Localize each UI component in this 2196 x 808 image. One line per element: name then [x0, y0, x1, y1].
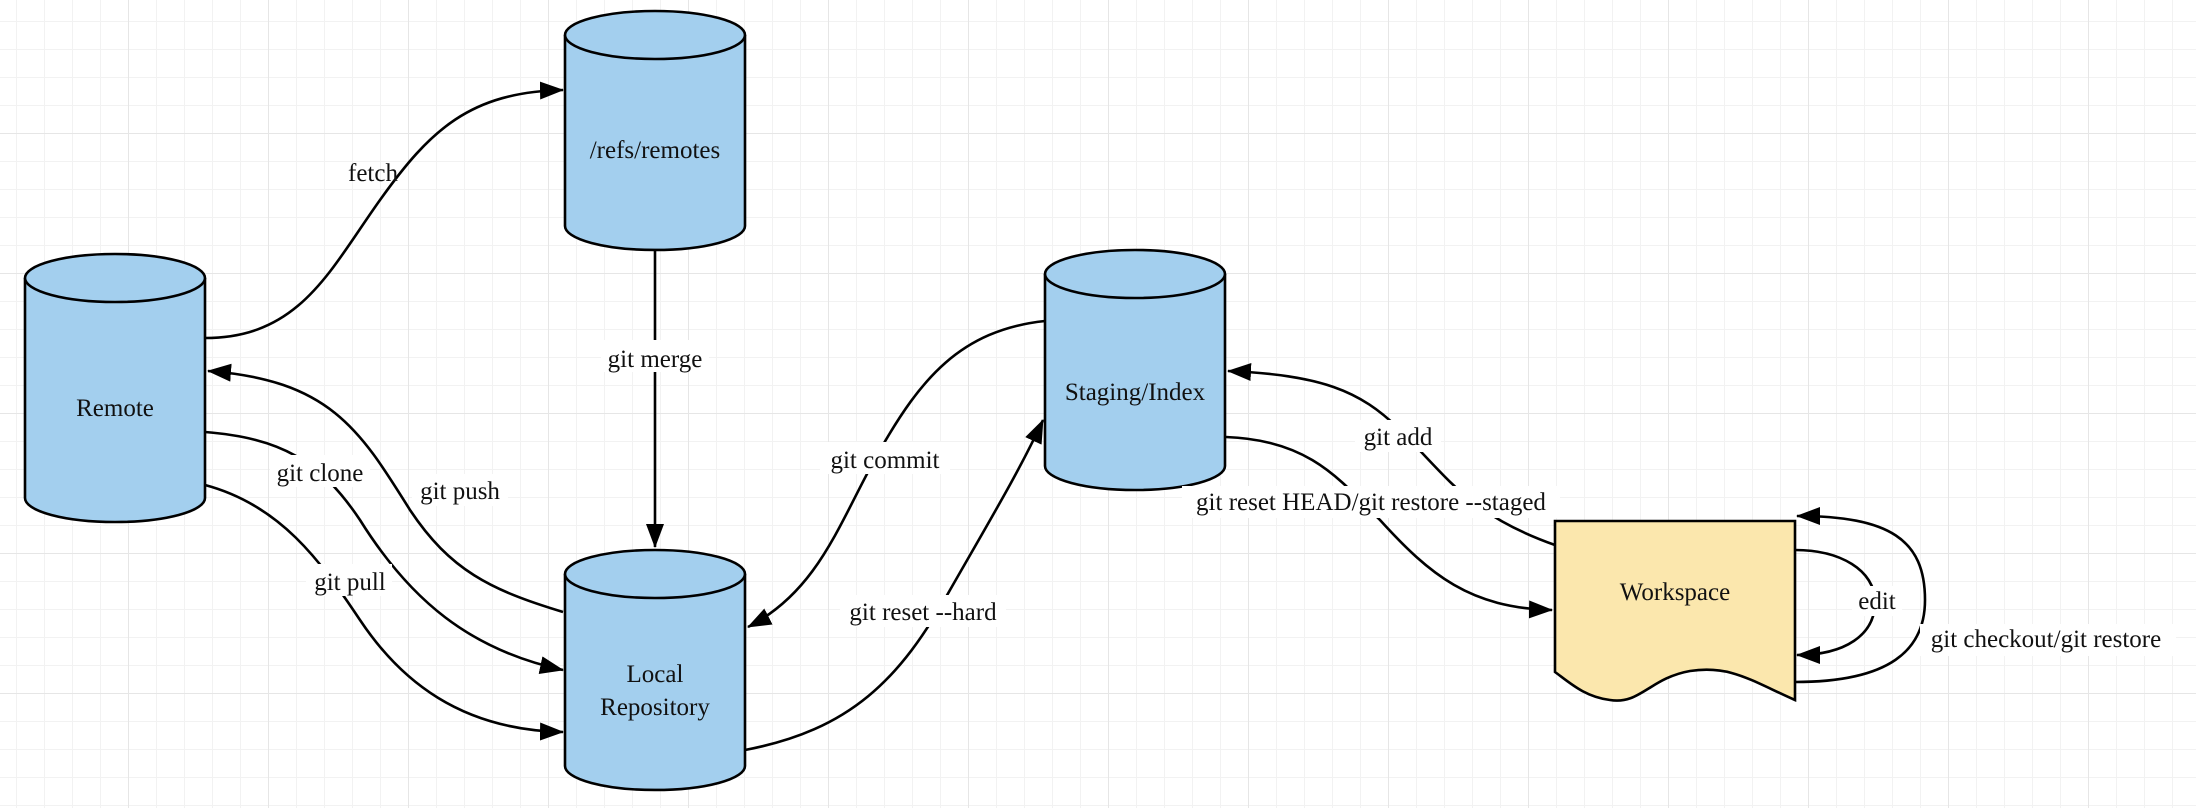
edge-git-checkout[interactable] [1794, 507, 1927, 684]
label-git-checkout: git checkout/git restore [1931, 626, 2161, 653]
node-remote-label: Remote [76, 395, 154, 422]
edge-fetch[interactable] [204, 81, 564, 340]
label-git-reset-head: git reset HEAD/git restore --staged [1196, 489, 1546, 516]
node-refs-remotes[interactable]: /refs/remotes [563, 9, 747, 252]
label-git-pull: git pull [314, 569, 386, 596]
label-git-push: git push [420, 478, 500, 505]
edge-git-pull[interactable] [204, 483, 564, 741]
edge-labels: fetch git merge git clone git push git p… [270, 160, 2176, 656]
edge-git-add[interactable] [1227, 363, 1556, 547]
label-git-commit: git commit [830, 447, 939, 474]
node-workspace-label: Workspace [1620, 579, 1730, 606]
node-staging-index-label: Staging/Index [1065, 379, 1206, 406]
label-git-clone: git clone [277, 460, 364, 487]
node-local-label-line2: Repository [600, 694, 710, 721]
label-git-reset-hard: git reset --hard [849, 599, 997, 626]
node-staging-index[interactable]: Staging/Index [1043, 248, 1227, 492]
node-local-label-line1: Local [627, 661, 684, 688]
node-refs-remotes-label: /refs/remotes [590, 137, 721, 164]
label-git-merge: git merge [608, 346, 703, 373]
label-fetch: fetch [348, 160, 398, 187]
edge-git-push[interactable] [207, 363, 564, 614]
label-git-add: git add [1364, 424, 1433, 451]
edge-git-clone[interactable] [204, 430, 564, 674]
label-edit: edit [1858, 588, 1896, 615]
node-workspace[interactable]: Workspace [1553, 519, 1797, 703]
edge-git-reset-head[interactable] [1225, 435, 1553, 619]
node-remote[interactable]: Remote [23, 252, 207, 524]
node-local-repository[interactable]: Local Repository [563, 548, 747, 792]
